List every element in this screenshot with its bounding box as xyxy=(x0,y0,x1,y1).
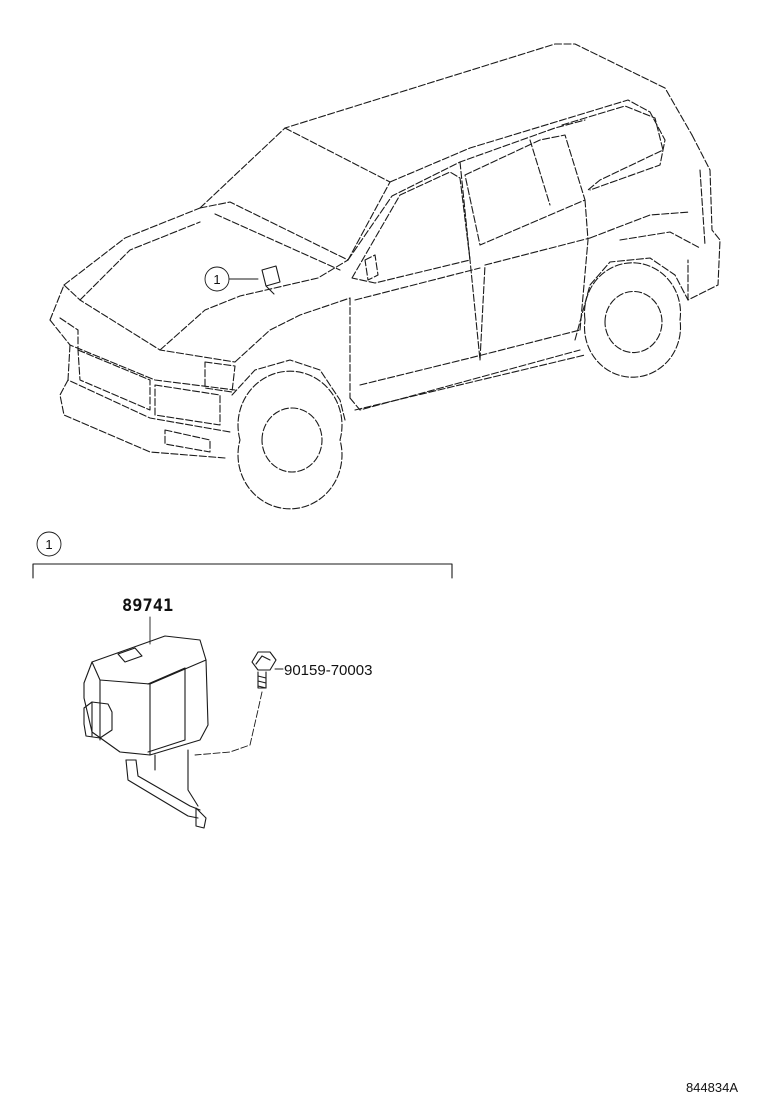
module-location-icon xyxy=(261,265,281,295)
group-header: 1 xyxy=(32,531,453,579)
vehicle-illustration xyxy=(49,43,721,510)
screw-icon xyxy=(251,651,277,689)
control-module-drawing xyxy=(83,635,209,829)
callout-number-group: 1 xyxy=(45,537,52,552)
vehicle-location-marker: 1 xyxy=(204,265,281,295)
module-part-number: 89741 xyxy=(122,596,173,616)
callout-circle-group xyxy=(36,531,62,557)
group-bracket xyxy=(32,563,453,579)
illustration-code: 844834A xyxy=(686,1080,738,1095)
screw-part-number: 90159-70003 xyxy=(284,662,372,679)
callout-number-vehicle: 1 xyxy=(213,272,220,287)
screw-mounting-line xyxy=(194,691,263,756)
